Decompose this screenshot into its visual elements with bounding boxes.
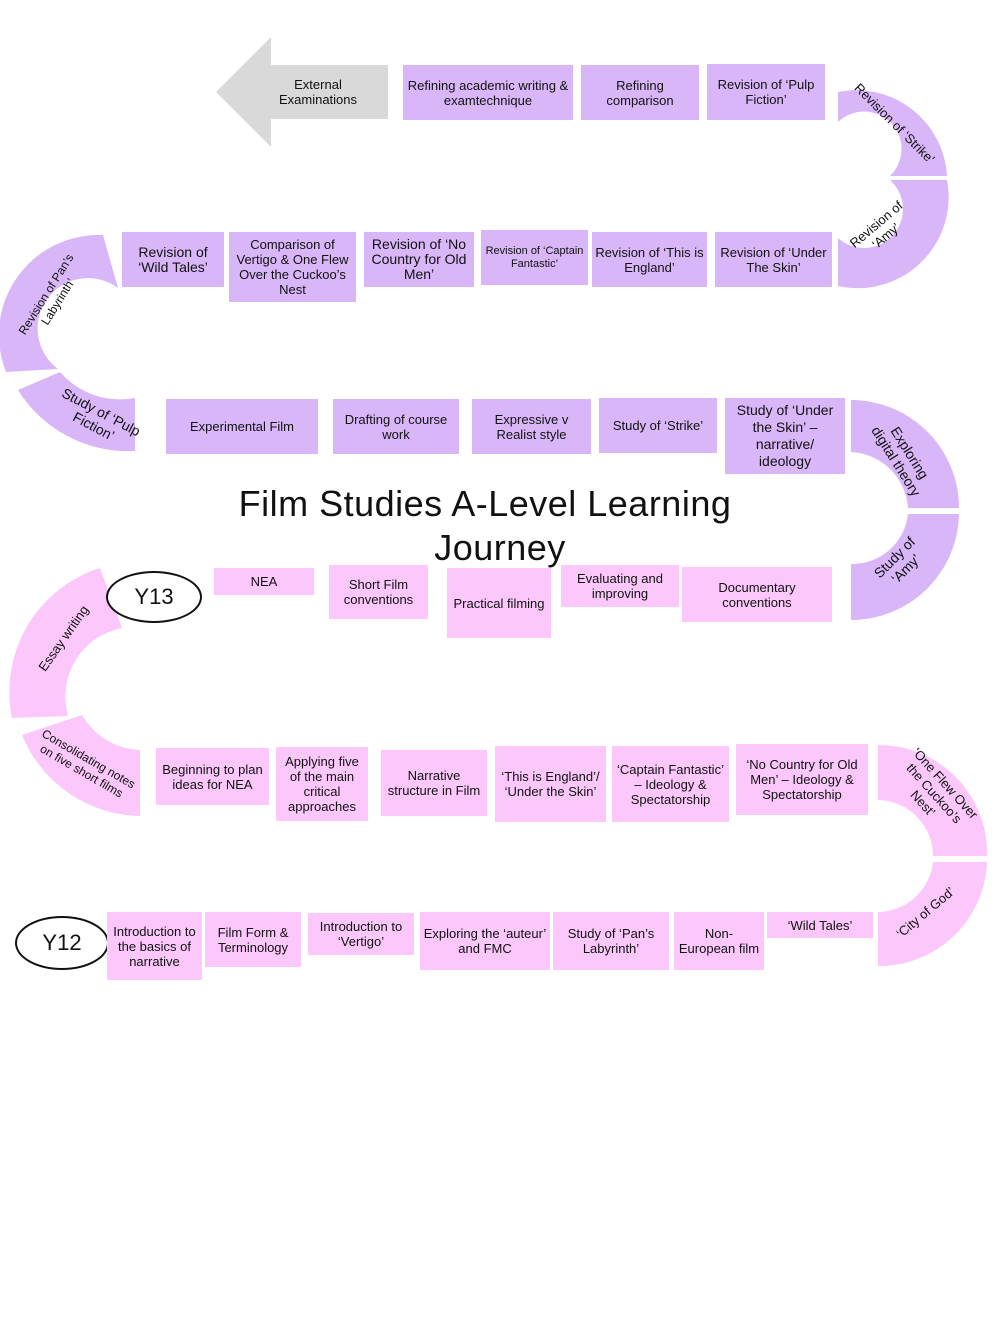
step-revision-wild-tales: Revision of ‘Wild Tales’ <box>122 232 224 287</box>
step-revision-captain-fantastic: Revision of ‘Captain Fantastic’ <box>481 230 588 285</box>
step-captain-fantastic: ‘Captain Fantastic’ – Ideology & Spectat… <box>612 746 729 822</box>
step-critical-approaches: Applying five of the main critical appro… <box>276 747 368 821</box>
step-study-pans-labyrinth: Study of ‘Pan’s Labyrinth’ <box>553 912 669 970</box>
step-study-strike: Study of ‘Strike’ <box>599 398 717 453</box>
curve-study-amy <box>851 514 959 620</box>
curve-essay-writing <box>9 568 122 718</box>
page-title: Film Studies A-Level Learning Journey <box>238 483 732 568</box>
external-examinations-label: External Examinations <box>278 77 358 107</box>
step-revision-this-is-england: Revision of ‘This is England’ <box>592 232 707 287</box>
step-expressive-realist: Expressive v Realist style <box>472 399 591 454</box>
curve-study-pulp <box>18 372 135 452</box>
step-short-film-conventions: Short Film conventions <box>329 565 428 619</box>
curve-digital-theory <box>851 400 959 508</box>
step-study-under-the-skin: Study of ‘Under the Skin’ – narrative/ i… <box>725 398 845 474</box>
step-intro-vertigo: Introduction to ‘Vertigo’ <box>308 913 414 955</box>
step-revision-no-country: Revision of ‘No Country for Old Men’ <box>364 232 474 287</box>
curve-cuckoo <box>878 744 988 856</box>
step-refining-comparison: Refining comparison <box>581 65 699 120</box>
step-evaluating-improving: Evaluating and improving <box>561 565 679 607</box>
step-revision-under-the-skin: Revision of ‘Under The Skin’ <box>715 232 832 287</box>
step-revision-pulp-fiction: Revision of ‘Pulp Fiction’ <box>707 64 825 120</box>
step-comparison-vertigo-cuckoo: Comparison of Vertigo & One Flew Over th… <box>229 232 356 302</box>
curve-consolidating <box>22 715 140 816</box>
step-no-country: ‘No Country for Old Men’ – Ideology & Sp… <box>736 744 868 815</box>
step-beginning-plan-nea: Beginning to plan ideas for NEA <box>156 748 269 805</box>
step-film-form-terminology: Film Form & Terminology <box>205 912 301 967</box>
step-practical-filming: Practical filming <box>447 568 551 638</box>
step-drafting-coursework: Drafting of course work <box>333 399 459 454</box>
curve-city-of-god <box>878 862 987 967</box>
step-exploring-auteur: Exploring the ‘auteur’ and FMC <box>420 912 550 970</box>
step-experimental-film: Experimental Film <box>166 399 318 454</box>
curve-revision-pans <box>0 234 118 372</box>
step-non-european-film: Non-European film <box>674 912 764 970</box>
step-intro-narrative: Introduction to the basics of narrative <box>107 912 202 980</box>
step-nea: NEA <box>214 568 314 595</box>
y13-label: Y13 <box>106 571 202 623</box>
step-documentary-conventions: Documentary conventions <box>682 567 832 622</box>
y12-label: Y12 <box>15 916 109 970</box>
exam-arrow-icon <box>216 37 388 147</box>
step-narrative-structure: Narrative structure in Film <box>381 750 487 816</box>
step-this-is-england-under-skin: ‘This is England’/ ‘Under the Skin’ <box>495 746 606 822</box>
curve-revision-strike <box>838 90 947 176</box>
step-refining-academic-writing: Refining academic writing & examtechniqu… <box>403 65 573 120</box>
step-wild-tales: ‘Wild Tales’ <box>767 912 873 938</box>
curve-revision-amy <box>838 180 949 289</box>
